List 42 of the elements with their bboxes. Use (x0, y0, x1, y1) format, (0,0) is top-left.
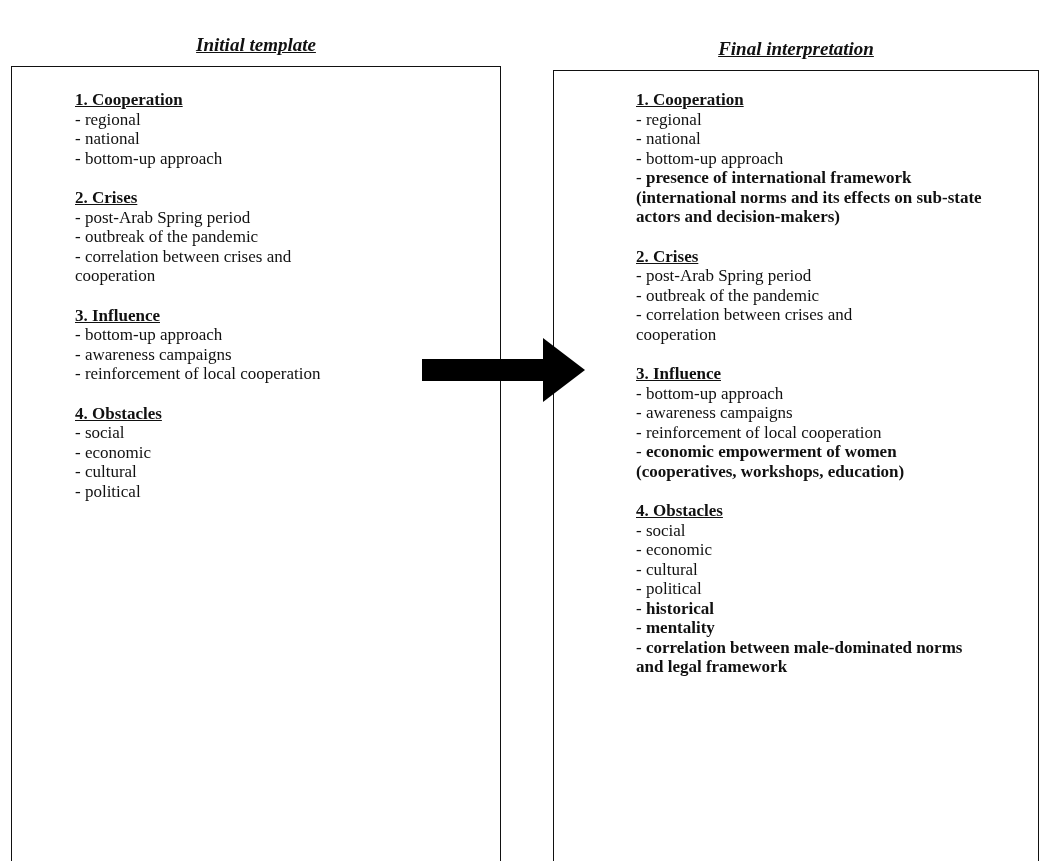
list-item: - correlation between crises and cooperation (75, 246, 293, 286)
list-item: - economic empowerment of women (cooperatives, workshops, education) (636, 442, 906, 481)
list-item: - correlation between male-dominated norms and legal framework (636, 637, 964, 677)
list-item: - bottom-up approach (636, 383, 784, 403)
list-item: - mentality (636, 618, 715, 638)
list-item: - political (636, 579, 702, 599)
section-heading: 4. Obstacles (636, 501, 723, 521)
list-item: - bottom-up approach (75, 148, 223, 168)
list-item: - economic (75, 442, 151, 462)
list-item: - awareness campaigns (75, 344, 232, 364)
list-item: - presence of international framework (international norms and its effects on sub-state actors and decision-makers) (636, 168, 983, 227)
section-heading: 4. Obstacles (75, 403, 162, 423)
list-item: - regional (75, 109, 141, 129)
section-heading: 3. Influence (75, 305, 160, 325)
section-heading: 2. Crises (75, 188, 138, 208)
list-item: - bottom-up approach (636, 148, 784, 168)
list-item: - historical (636, 598, 714, 618)
list-item: - post-Arab Spring period (636, 266, 812, 286)
arrow (422, 338, 585, 402)
list-item: - outbreak of the pandemic (636, 285, 820, 305)
list-item: - social (636, 520, 686, 540)
section-heading: 3. Influence (636, 364, 721, 384)
section-heading: 1. Cooperation (75, 90, 183, 110)
section-heading: 2. Crises (636, 246, 699, 266)
list-item: - cultural (75, 462, 137, 482)
list-item: - national (75, 129, 140, 149)
list-item: - reinforcement of local cooperation (75, 364, 321, 384)
list-item: - reinforcement of local cooperation (636, 422, 882, 442)
list-item: - cultural (636, 559, 698, 579)
list-item: - regional (636, 109, 702, 129)
list-item: - bottom-up approach (75, 325, 223, 345)
list-item: - awareness campaigns (636, 403, 793, 423)
list-item: - correlation between crises and cooperation (636, 305, 854, 344)
list-item: - social (75, 423, 125, 443)
section-heading: 1. Cooperation (636, 90, 744, 110)
list-item: - outbreak of the pandemic (75, 227, 259, 247)
list-item: - national (636, 129, 701, 149)
list-item: - economic (636, 540, 712, 560)
list-item: - post-Arab Spring period (75, 207, 251, 227)
panel-title: Initial template (195, 34, 317, 56)
panel-title: Final interpretation (717, 38, 875, 60)
list-item: - political (75, 481, 141, 501)
